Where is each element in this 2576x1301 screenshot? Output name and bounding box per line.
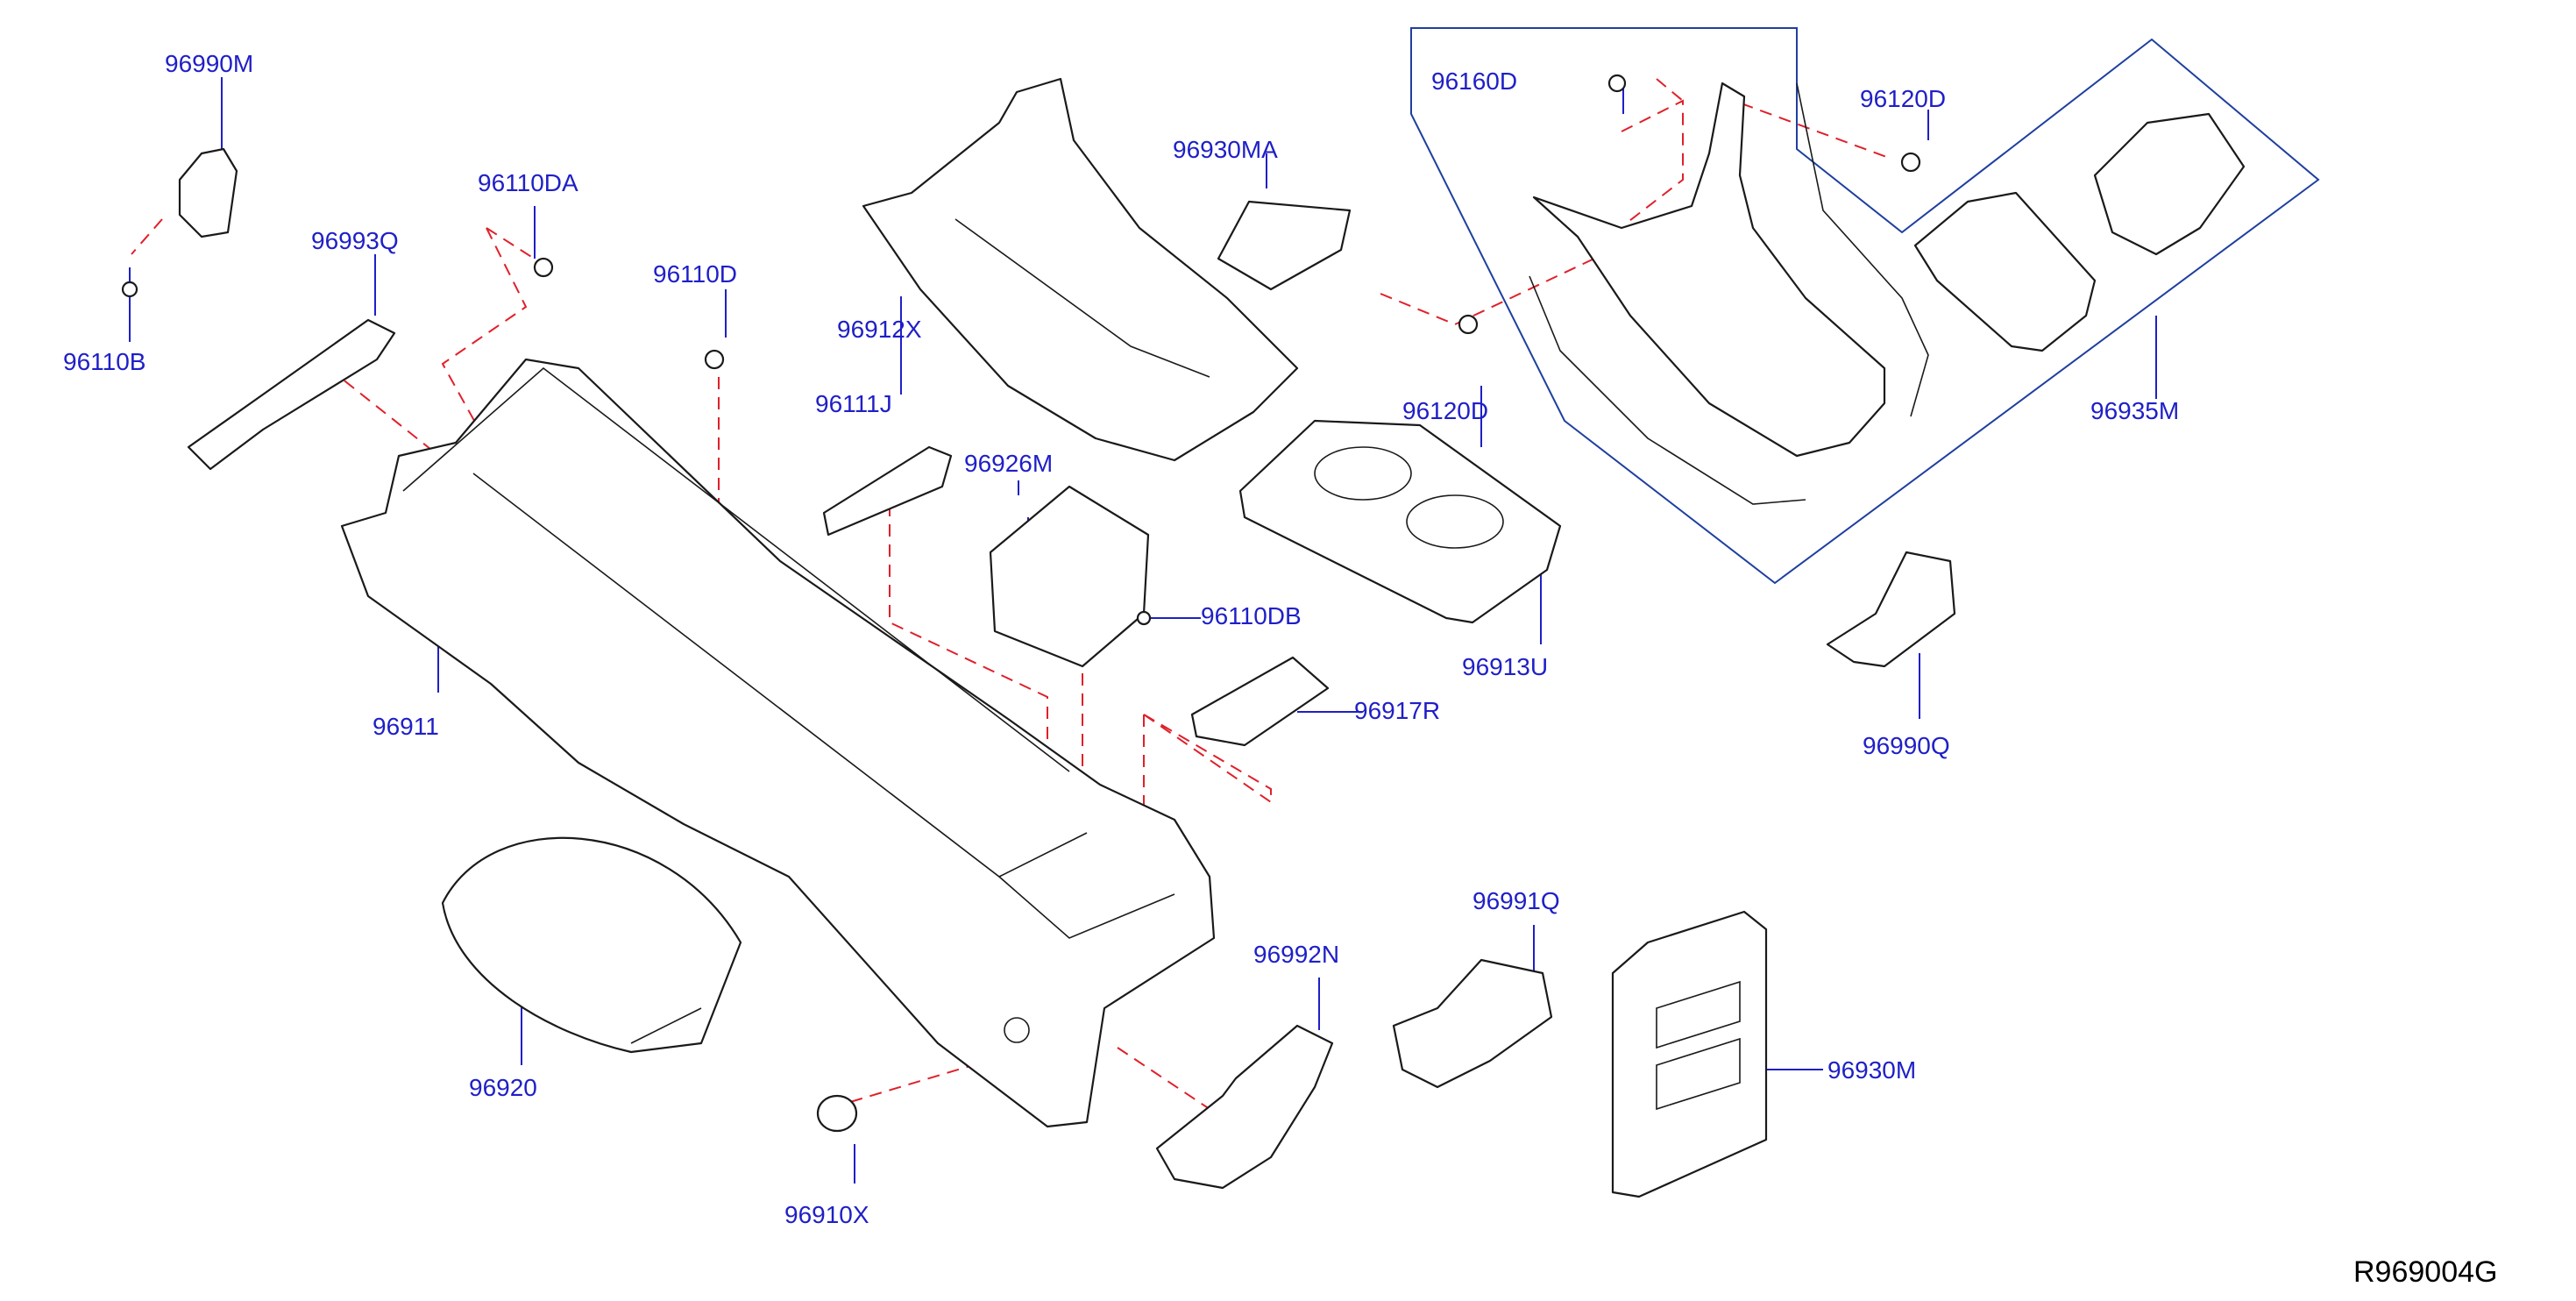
part-labels: 96990M 96110B 96993Q 96110DA 96110D 9691… — [63, 50, 2497, 1289]
bracket-96991Q — [1392, 958, 1553, 1089]
pocket-96926M — [989, 485, 1150, 668]
cup-holder-tray-96913U — [1238, 419, 1562, 624]
label-96120D-lower: 96120D — [1402, 397, 1488, 424]
label-96935M: 96935M — [2090, 397, 2179, 424]
finisher-96912X — [862, 77, 1299, 462]
pocket-96930MA — [1217, 200, 1352, 291]
label-96913U: 96913U — [1462, 653, 1548, 680]
label-96110DB: 96110DB — [1201, 602, 1302, 629]
diagram-reference-code: R969004G — [2353, 1255, 2497, 1289]
bracket-96111J — [822, 445, 953, 537]
bracket-96990M — [178, 147, 238, 238]
label-96110D: 96110D — [653, 260, 737, 288]
bracket-96917R — [1190, 656, 1330, 747]
label-96991Q: 96991Q — [1473, 887, 1560, 914]
label-96990Q: 96990Q — [1863, 732, 1950, 759]
label-96912X: 96912X — [837, 316, 922, 343]
label-96920: 96920 — [469, 1074, 537, 1101]
rear-finisher-96930M — [1611, 910, 1768, 1198]
fasteners — [121, 74, 1921, 626]
bracket-96993Q — [187, 318, 396, 471]
label-96917R: 96917R — [1354, 697, 1440, 724]
label-96110B: 96110B — [63, 348, 145, 375]
label-96930M: 96930M — [1827, 1056, 1916, 1084]
label-96911: 96911 — [373, 713, 439, 740]
label-96993Q: 96993Q — [311, 227, 399, 254]
label-96992N: 96992N — [1253, 941, 1339, 968]
label-96111J: 96111J — [815, 390, 892, 417]
bracket-96990Q — [1826, 551, 1956, 668]
armrest-lid-96920 — [441, 836, 742, 1054]
label-96926M: 96926M — [964, 450, 1053, 477]
label-96990M: 96990M — [165, 50, 253, 77]
finisher-96935M — [1529, 82, 2246, 505]
label-96930MA: 96930MA — [1173, 136, 1278, 163]
bracket-96992N — [1155, 1024, 1334, 1190]
group-outline — [1410, 27, 2320, 585]
plug-96910X — [816, 1094, 858, 1133]
label-96160D: 96160D — [1431, 68, 1517, 95]
label-96910X: 96910X — [784, 1201, 869, 1228]
leader-lines — [129, 77, 2157, 1184]
console-body-96911 — [340, 358, 1216, 1128]
label-96110DA: 96110DA — [478, 169, 578, 196]
label-96120D-upper: 96120D — [1860, 85, 1946, 112]
